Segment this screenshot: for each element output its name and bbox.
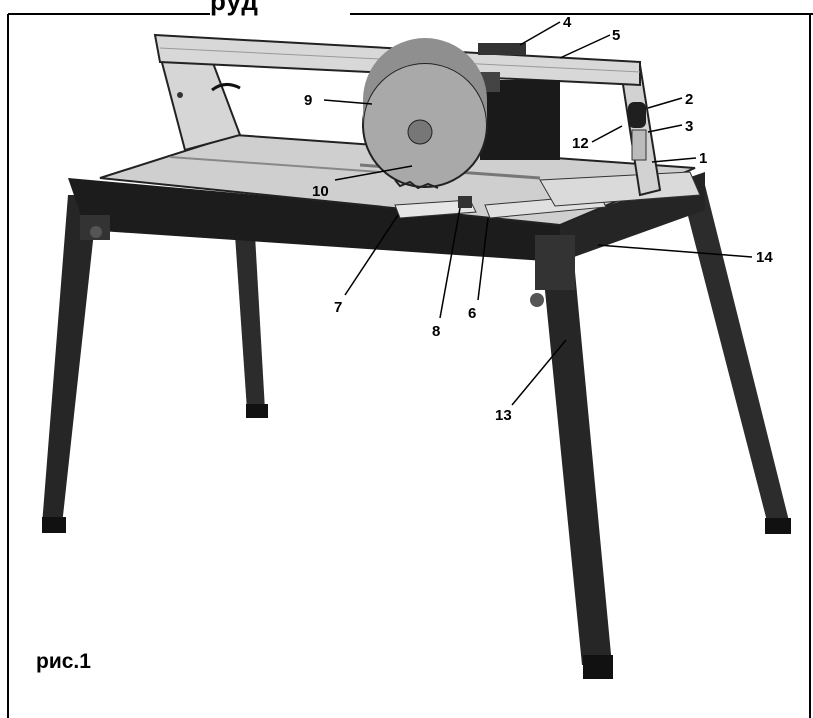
callout-6: 6: [468, 305, 476, 322]
blade-guard: [363, 38, 487, 125]
table-groove: [169, 156, 381, 173]
table-apron-front: [68, 178, 560, 262]
leader-2: [647, 97, 683, 109]
figure-caption: рис.1: [36, 650, 91, 673]
knob-right: [530, 293, 544, 307]
support-left-bolt: [177, 92, 183, 98]
angle-scale: [631, 129, 647, 161]
leader-8: [439, 207, 461, 319]
leader-9: [323, 99, 373, 105]
callout-12: 12: [572, 135, 589, 152]
leader-3: [647, 124, 683, 133]
knob-left: [90, 226, 102, 238]
blade-teeth: [394, 179, 439, 190]
callout-8: 8: [432, 323, 440, 340]
leader-1: [651, 157, 697, 163]
power-cord: [211, 83, 241, 92]
leg-foot-back-right: [765, 518, 791, 534]
leader-10: [334, 165, 413, 181]
blade-flange: [407, 119, 433, 145]
leg-foot-front-right: [583, 655, 613, 679]
leader-7: [344, 214, 399, 296]
rail-end-cap: [478, 43, 526, 55]
leg-back-right: [680, 185, 790, 525]
fence-lock: [458, 196, 472, 208]
leader-4: [519, 21, 561, 46]
leader-13: [511, 339, 567, 406]
leader-6: [477, 217, 489, 301]
callout-3: 3: [685, 118, 693, 135]
callout-10: 10: [312, 183, 329, 200]
leg-foot-front-left: [42, 517, 66, 533]
guide-fence: [394, 199, 477, 219]
callout-13: 13: [495, 407, 512, 424]
support-left: [158, 54, 242, 152]
leg-front-right: [540, 240, 612, 665]
heading-fragment: руд: [210, 0, 259, 16]
leader-12: [591, 125, 623, 143]
leg-front-left: [42, 195, 98, 525]
callout-5: 5: [612, 27, 620, 44]
tilt-lock-knob: [628, 102, 646, 128]
callout-7: 7: [334, 299, 342, 316]
leg-foot-back-left: [246, 404, 268, 418]
leader-14: [597, 244, 753, 258]
callout-1: 1: [699, 150, 707, 167]
callout-4: 4: [563, 14, 572, 31]
leg-back-left: [235, 235, 265, 410]
motor-housing: [480, 80, 560, 160]
callout-2: 2: [685, 91, 693, 108]
leg-bracket-right: [535, 235, 575, 290]
callout-9: 9: [304, 92, 312, 109]
callout-14: 14: [756, 249, 773, 266]
leader-5: [559, 34, 611, 59]
